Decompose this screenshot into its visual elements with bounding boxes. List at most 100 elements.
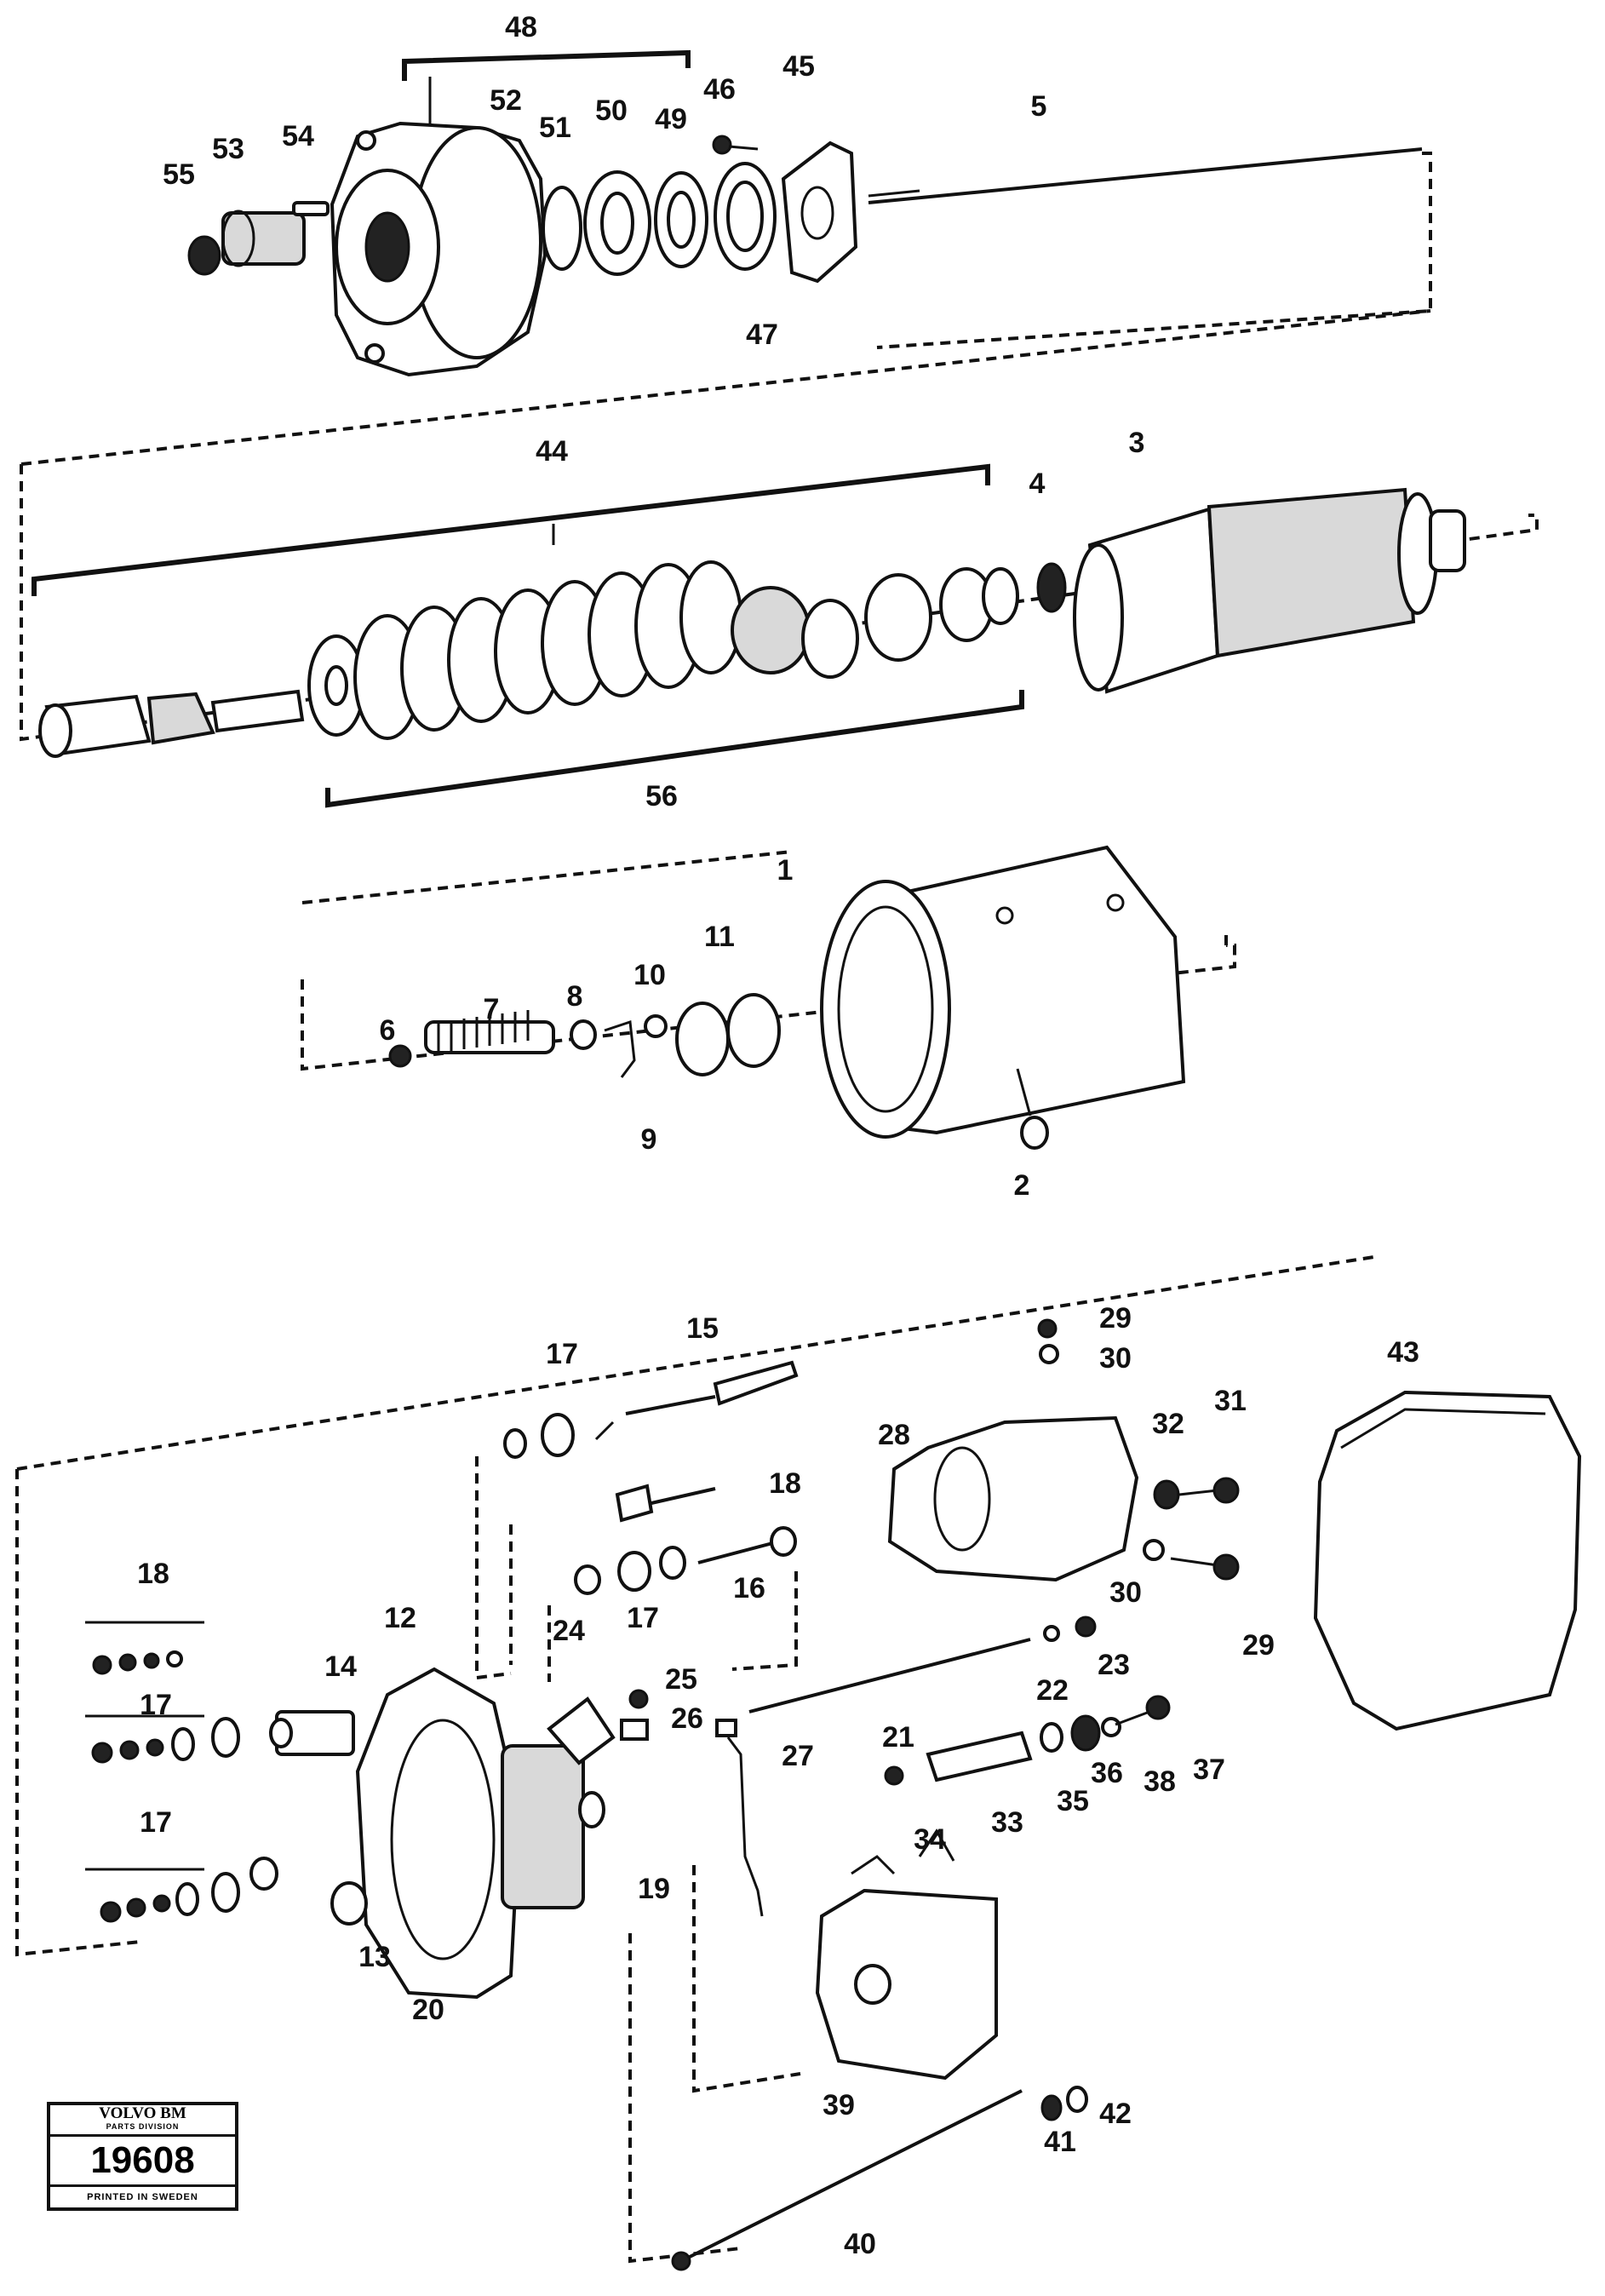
- callout-31: 31: [1214, 1385, 1247, 1417]
- part-43-cover-band: [1313, 1390, 1582, 1731]
- callout-28: 28: [878, 1419, 910, 1451]
- part-46-screw: [712, 135, 759, 155]
- callout-47: 47: [746, 319, 778, 351]
- part-6-nut: [388, 1044, 412, 1068]
- stamp-division: PARTS DIVISION: [106, 2122, 180, 2131]
- parts-25-26-19: [578, 1689, 649, 1828]
- parts-18-17-hardware-left: [85, 1621, 278, 1923]
- callout-18-left: 18: [137, 1558, 169, 1590]
- part-drive-shaft-sleeve: [38, 689, 305, 758]
- callout-15: 15: [686, 1312, 719, 1345]
- callout-24: 24: [553, 1615, 585, 1647]
- callout-49: 49: [655, 103, 687, 135]
- callout-17-left-mid: 17: [140, 1689, 172, 1721]
- callout-45: 45: [782, 50, 815, 83]
- callout-12: 12: [384, 1602, 416, 1634]
- leader-5-dashed: [876, 152, 1432, 349]
- parts-15-16-17-18-upper: [503, 1360, 799, 1595]
- callout-37: 37: [1193, 1754, 1225, 1786]
- callout-55: 55: [163, 158, 195, 191]
- callout-21: 21: [882, 1721, 914, 1754]
- callout-29-top: 29: [1099, 1302, 1132, 1335]
- callout-14: 14: [324, 1650, 357, 1683]
- part-1-field-frame: [820, 845, 1186, 1139]
- callout-8: 8: [566, 980, 583, 1013]
- part-10-washer: [644, 1014, 668, 1038]
- part-3-armature: [1073, 487, 1466, 694]
- callout-46: 46: [703, 73, 736, 106]
- stamp-brand: VOLVO BM: [99, 2104, 186, 2122]
- callout-4: 4: [1029, 468, 1046, 500]
- callout-19: 19: [638, 1873, 670, 1905]
- callout-40: 40: [844, 2228, 876, 2260]
- callout-52: 52: [490, 84, 522, 117]
- part-20-end-shield: [355, 1667, 585, 2000]
- callout-11: 11: [704, 921, 735, 953]
- leader-39-dashed: [692, 1865, 801, 2093]
- parts-21-22-23-rod: [748, 1616, 1097, 1713]
- callout-44: 44: [536, 435, 568, 468]
- parts-44-gear-and-rings: [731, 567, 1019, 679]
- callout-32: 32: [1152, 1408, 1184, 1440]
- part-55-nut: [187, 235, 221, 276]
- group-44-bracket: [32, 463, 990, 596]
- parts-27-lead: [715, 1719, 764, 1917]
- callout-50: 50: [595, 95, 628, 127]
- callout-39: 39: [823, 2089, 855, 2121]
- callout-48: 48: [505, 11, 537, 43]
- frame-row4-dashed-left: [15, 1469, 141, 1957]
- part-8-bushing: [570, 1019, 597, 1050]
- callout-38: 38: [1144, 1765, 1176, 1798]
- part-54-key: [292, 201, 330, 216]
- parts-40-41-42-rod: [671, 2086, 1088, 2271]
- callout-18-mid: 18: [769, 1467, 801, 1500]
- callout-2: 2: [1013, 1169, 1030, 1202]
- callout-56: 56: [645, 780, 678, 812]
- callout-34: 34: [914, 1823, 946, 1856]
- callout-13: 13: [358, 1941, 391, 1973]
- callout-6: 6: [379, 1014, 396, 1047]
- group-56-bracket: [325, 690, 1024, 808]
- leader-28-dashed: [731, 1571, 798, 1671]
- callout-54: 54: [282, 120, 314, 152]
- part-9-contacts: [604, 1019, 636, 1078]
- callout-16: 16: [733, 1572, 765, 1604]
- part-39-relay-block: [815, 1828, 998, 2081]
- callout-35: 35: [1057, 1785, 1089, 1817]
- callout-51: 51: [539, 112, 571, 144]
- frame-row3-dashed: [301, 944, 1236, 1071]
- callout-3: 3: [1128, 427, 1145, 459]
- callout-43: 43: [1387, 1336, 1419, 1369]
- part-11-washers: [675, 993, 781, 1076]
- part-2-screw: [1016, 1068, 1049, 1150]
- stamp-printed: PRINTED IN SWEDEN: [87, 2192, 198, 2202]
- callout-29-bottom: 29: [1242, 1629, 1275, 1662]
- callout-5: 5: [1030, 90, 1047, 123]
- callout-26: 26: [671, 1702, 703, 1735]
- parts-33-38-connector: [884, 1695, 1171, 1786]
- callout-17-mid: 17: [627, 1602, 659, 1634]
- callout-9: 9: [640, 1123, 657, 1156]
- parts-29-30-31-32: [1143, 1477, 1240, 1581]
- part-24-brush-holder: [547, 1696, 616, 1765]
- callout-36: 36: [1091, 1757, 1123, 1789]
- part-4-bushing: [1036, 562, 1067, 613]
- callout-17-top: 17: [546, 1338, 578, 1370]
- part-5-tie-rod: [868, 147, 1423, 204]
- callout-23: 23: [1098, 1649, 1130, 1681]
- callout-25: 25: [665, 1663, 697, 1696]
- callout-33: 33: [991, 1806, 1023, 1839]
- callout-27: 27: [782, 1740, 814, 1772]
- frame-row2-dashed: [20, 464, 1539, 742]
- callout-22: 22: [1036, 1674, 1069, 1707]
- callout-53: 53: [212, 133, 244, 165]
- part-13-bushing: [330, 1881, 368, 1926]
- part-45-cover-plate: [781, 141, 858, 284]
- parts-56-clutch-discs: [307, 560, 742, 740]
- callout-7: 7: [483, 993, 500, 1025]
- callout-41: 41: [1044, 2126, 1076, 2158]
- callout-30-bottom: 30: [1109, 1576, 1142, 1609]
- callout-30-top: 30: [1099, 1342, 1132, 1375]
- callout-17-left-bottom: 17: [140, 1806, 172, 1839]
